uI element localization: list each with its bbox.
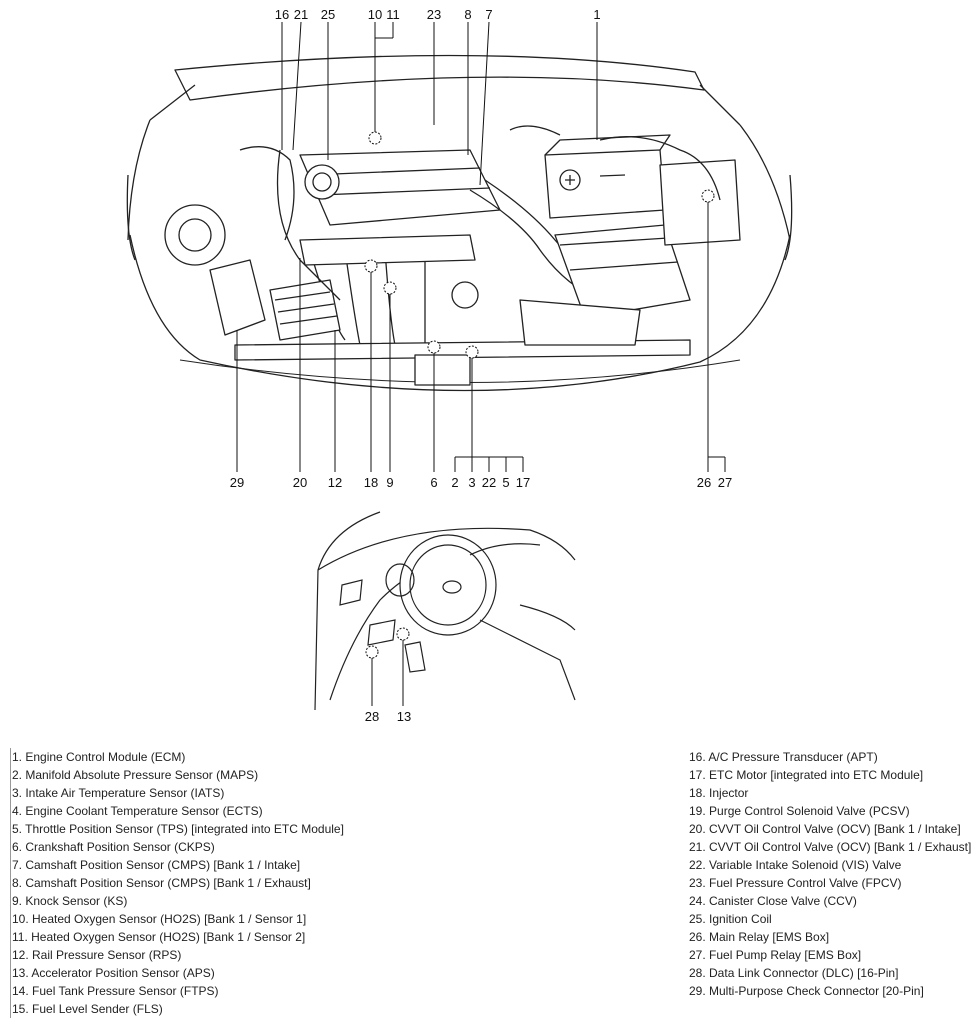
legend-item: 23. Fuel Pressure Control Valve (FPCV) [689, 876, 902, 890]
legend-item: 29. Multi-Purpose Check Connector [20-Pi… [689, 984, 924, 998]
callout-17: 17 [516, 475, 530, 490]
legend-item: 10. Heated Oxygen Sensor (HO2S) [Bank 1 … [12, 912, 307, 926]
interior-leaders [371, 640, 404, 706]
legend-item: 21. CVVT Oil Control Valve (OCV) [Bank 1… [689, 840, 972, 854]
legend-item: 6. Crankshaft Position Sensor (CKPS) [12, 840, 215, 854]
legend-item: 2. Manifold Absolute Pressure Sensor (MA… [12, 768, 259, 782]
legend-item: 15. Fuel Level Sender (FLS) [12, 1002, 163, 1016]
callout-23: 23 [427, 7, 441, 22]
callout-26: 26 [697, 475, 711, 490]
legend-item: 17. ETC Motor [integrated into ETC Modul… [689, 768, 924, 782]
callout-8: 8 [464, 7, 471, 22]
legend-item: 4. Engine Coolant Temperature Sensor (EC… [12, 804, 263, 818]
callout-9: 9 [386, 475, 393, 490]
legend-item: 20. CVVT Oil Control Valve (OCV) [Bank 1… [689, 822, 961, 836]
callout-27: 27 [718, 475, 732, 490]
callout-7: 7 [485, 7, 492, 22]
callout-25: 25 [321, 7, 335, 22]
legend-item: 19. Purge Control Solenoid Valve (PCSV) [689, 804, 910, 818]
callout-29: 29 [230, 475, 244, 490]
callout-21: 21 [294, 7, 308, 22]
legend-item: 9. Knock Sensor (KS) [12, 894, 128, 908]
engine-bay-diagram: 16 21 25 10 11 23 8 7 1 29 20 12 18 9 6 … [126, 7, 793, 724]
legend-item: 12. Rail Pressure Sensor (RPS) [12, 948, 182, 962]
callout-5: 5 [502, 475, 509, 490]
legend-item: 8. Camshaft Position Sensor (CMPS) [Bank… [12, 876, 311, 890]
legend-item: 11. Heated Oxygen Sensor (HO2S) [Bank 1 … [12, 930, 306, 944]
callout-2: 2 [451, 475, 458, 490]
legend-item: 7. Camshaft Position Sensor (CMPS) [Bank… [12, 858, 301, 872]
legend-item: 3. Intake Air Temperature Sensor (IATS) [12, 786, 225, 800]
legend-item: 26. Main Relay [EMS Box] [689, 930, 830, 944]
legend-item: 28. Data Link Connector (DLC) [16-Pin] [689, 966, 899, 980]
callout-13: 13 [397, 709, 411, 724]
engine-bay-illustration [126, 54, 793, 392]
legend-item: 1. Engine Control Module (ECM) [12, 750, 186, 764]
callout-1: 1 [593, 7, 600, 22]
callout-16: 16 [275, 7, 289, 22]
legend-left: 1. Engine Control Module (ECM) 2. Manifo… [10, 748, 344, 1018]
legend-item: 16. A/C Pressure Transducer (APT) [689, 750, 878, 764]
legend-item: 22. Variable Intake Solenoid (VIS) Valve [689, 858, 902, 872]
callout-11: 11 [386, 7, 400, 22]
interior-illustration [314, 511, 576, 711]
leader-lines [236, 21, 726, 472]
legend-item: 5. Throttle Position Sensor (TPS) [integ… [12, 822, 344, 836]
callout-18: 18 [364, 475, 378, 490]
legend-item: 25. Ignition Coil [689, 912, 772, 926]
callout-6: 6 [430, 475, 437, 490]
callout-10: 10 [368, 7, 382, 22]
legend-right: 16. A/C Pressure Transducer (APT) 17. ET… [689, 748, 971, 1000]
callout-28: 28 [365, 709, 379, 724]
callout-22: 22 [482, 475, 496, 490]
callout-20: 20 [293, 475, 307, 490]
legend-item: 13. Accelerator Position Sensor (APS) [12, 966, 215, 980]
callout-3: 3 [468, 475, 475, 490]
callout-labels: 16 21 25 10 11 23 8 7 1 29 20 12 18 9 6 … [230, 7, 732, 724]
legend-item: 24. Canister Close Valve (CCV) [689, 894, 857, 908]
legend-item: 18. Injector [689, 786, 749, 800]
callout-12: 12 [328, 475, 342, 490]
legend-item: 27. Fuel Pump Relay [EMS Box] [689, 948, 862, 962]
legend-item: 14. Fuel Tank Pressure Sensor (FTPS) [12, 984, 219, 998]
sensor-markers [364, 131, 715, 659]
